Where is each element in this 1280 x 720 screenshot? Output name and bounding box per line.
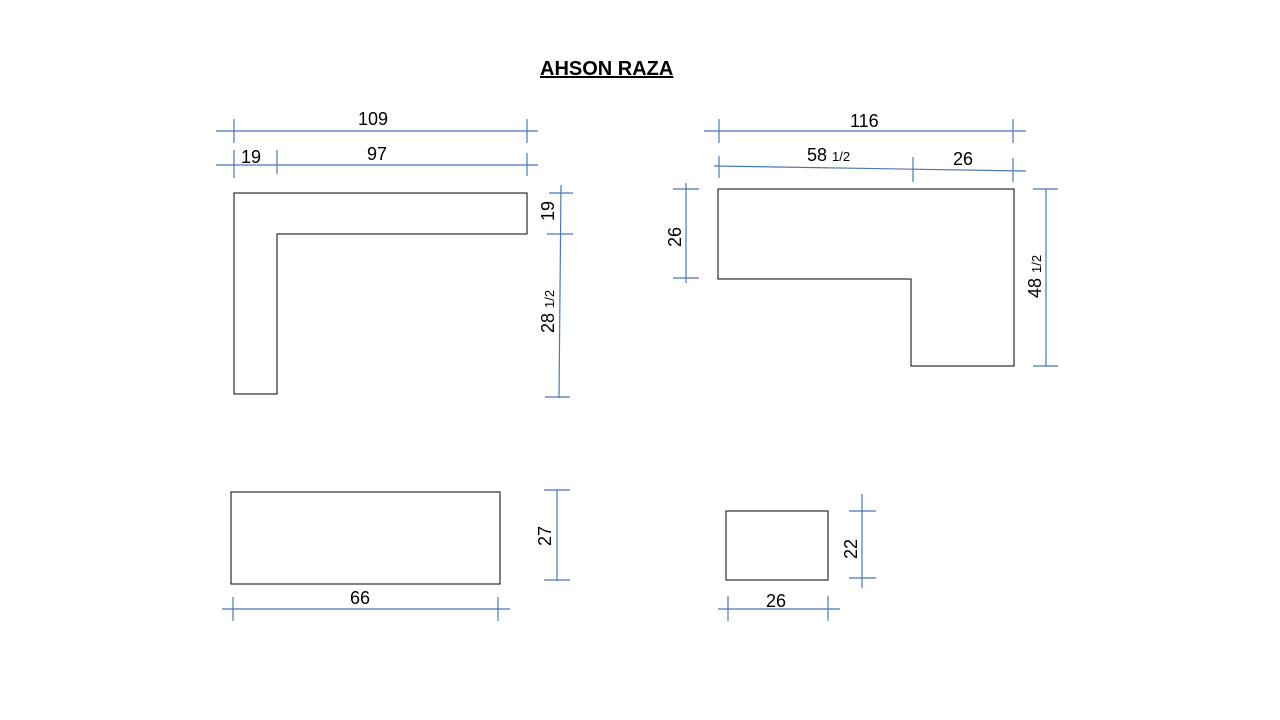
piece-2: 116 58 1/2 26 26 48 1/2 — [665, 111, 1058, 367]
dim-label-48: 48 — [1025, 278, 1045, 298]
dim-label-26-height: 26 — [665, 227, 685, 247]
piece-3: 66 27 — [222, 489, 570, 621]
piece-3-outline — [230, 491, 501, 585]
dim-label-27: 27 — [535, 526, 555, 546]
dim-height-4: 22 — [841, 494, 876, 588]
dim-label-26-width: 26 — [953, 149, 973, 169]
dim-label-97: 97 — [367, 144, 387, 164]
dim-overall-width-2: 116 — [704, 111, 1026, 143]
dim-label-66: 66 — [350, 588, 370, 608]
dim-left-height-2: 26 — [665, 183, 699, 283]
dim-width-4: 26 — [718, 591, 840, 621]
dim-label-28-fraction: 1/2 — [542, 290, 557, 308]
piece-1-outline — [233, 192, 528, 395]
dim-label-116: 116 — [850, 111, 879, 131]
piece-4-outline — [725, 510, 829, 581]
dim-label-109: 109 — [358, 109, 388, 129]
piece-4: 26 22 — [718, 494, 876, 621]
drawing-title: AHSON RAZA — [540, 58, 673, 80]
dim-label-26-small-width: 26 — [766, 591, 786, 611]
dim-label-22: 22 — [841, 539, 861, 559]
dim-height-3: 27 — [535, 489, 570, 581]
piece-2-outline — [717, 188, 1015, 367]
dim-overall-width-1: 109 — [216, 109, 538, 143]
dim-label-19-width: 19 — [241, 147, 261, 167]
dim-width-3: 66 — [222, 588, 510, 621]
dim-right-height-2: 48 1/2 — [1025, 188, 1058, 367]
dim-sub-widths-1: 19 97 — [216, 144, 538, 178]
dim-label-48-fraction: 1/2 — [1029, 255, 1044, 273]
dim-label-28: 28 — [538, 313, 558, 333]
dim-label-58: 58 — [807, 145, 827, 165]
dim-sub-widths-2: 58 1/2 26 — [713, 145, 1027, 182]
dim-label-19-height: 19 — [538, 201, 558, 221]
dim-right-heights-1: 19 28 1/2 — [538, 184, 573, 399]
dim-label-58-fraction: 1/2 — [832, 149, 850, 164]
piece-1: 109 19 97 19 28 1/2 — [216, 109, 573, 399]
